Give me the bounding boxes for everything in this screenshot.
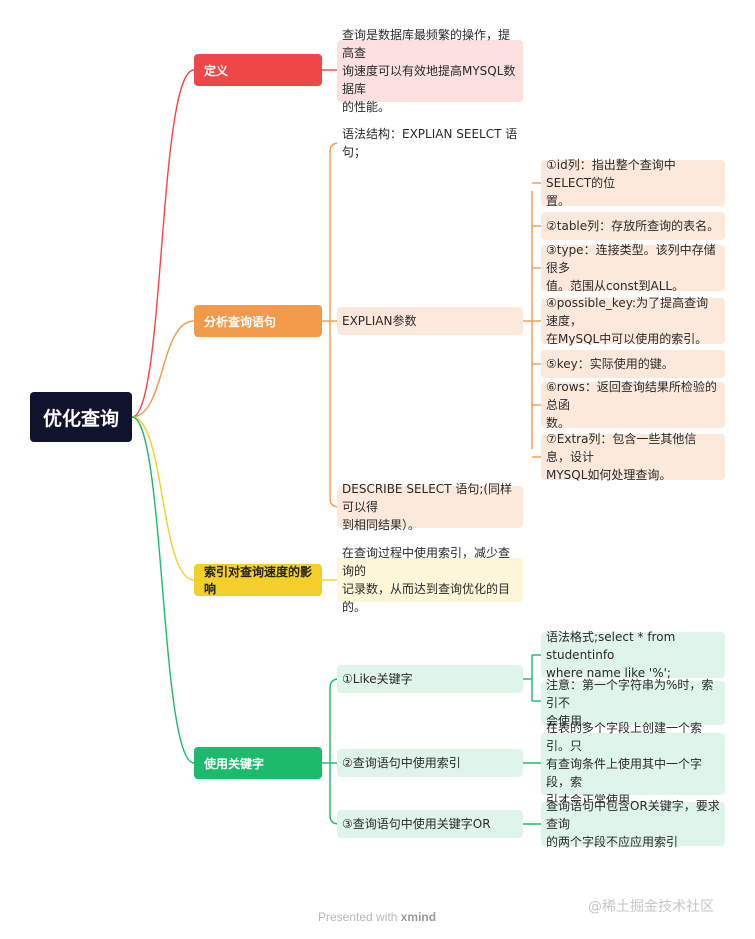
keyword-or[interactable]: ③查询语句中使用关键字OR [337, 810, 523, 838]
keyword-like-line: ①Like关键字 [342, 672, 413, 686]
topic-index-effect[interactable]: 索引对查询速度的影响 [194, 564, 322, 596]
analysis-explain-text: EXPLIAN参数 [342, 312, 416, 330]
topic-definition-label: 定义 [204, 63, 229, 78]
analysis-explain[interactable]: EXPLIAN参数 [337, 307, 523, 335]
root-topic-label: 优化查询 [42, 407, 119, 430]
keyword-multi-index[interactable]: ②查询语句中使用索引 [337, 749, 523, 777]
keyword-multi-index-text: ②查询语句中使用索引 [342, 754, 461, 772]
link-root-analysis [131, 320, 195, 418]
explain-param-4[interactable]: ④possible_key:为了提高查询速度， 在MySQL中可以使用的索引。 [541, 296, 725, 346]
explain-param-4-text: ④possible_key:为了提高查询速度， 在MySQL中可以使用的索引。 [546, 294, 720, 348]
topic-analysis[interactable]: 分析查询语句 [194, 305, 322, 337]
or-desc-line: 查询语句中包含OR关键字，要求查询 [546, 799, 720, 831]
topic-keywords-label: 使用关键字 [204, 756, 265, 771]
explain-param-5[interactable]: ⑤key：实际使用的键。 [541, 350, 725, 378]
multi-index-desc-text: 在表的多个字段上创建一个索引。只有查询条件上使用其中一个字段，索引才会正常使用。 [546, 719, 720, 809]
link-analysis-syntax [329, 142, 340, 321]
explain-param-3-line: ③type：连接类型。该列中存储很多 [546, 243, 716, 275]
root-topic[interactable]: 优化查询 [30, 392, 132, 442]
like-syntax[interactable]: 语法格式;select * from studentinfo where name… [541, 630, 725, 680]
keyword-like-text: ①Like关键字 [342, 670, 413, 688]
explain-param-4-line: ④possible_key:为了提高查询速度， [546, 296, 709, 328]
analysis-explain-line: EXPLIAN参数 [342, 314, 417, 328]
watermark: @稀土掘金技术社区 [588, 899, 714, 915]
like-note-line: 会使用。 [546, 714, 595, 728]
explain-param-2-text: ②table列：存放所查询的表名。 [546, 217, 719, 235]
multi-index-desc-line: 有查询条件上使用其中一个字段，索 [546, 757, 703, 789]
link-root-keywords [131, 416, 195, 764]
index-effect-desc-text: 在查询过程中使用索引，减少查询的记录数，从而达到查询优化的目的。 [342, 544, 518, 616]
topic-keywords[interactable]: 使用关键字 [194, 747, 322, 779]
analysis-describe-line: DESCRIBE SELECT 语句;(同样可以得 [342, 482, 513, 514]
explain-param-7-line: MYSQL如何处理查询。 [546, 468, 672, 482]
link-analysis-describe [329, 321, 340, 508]
keyword-like[interactable]: ①Like关键字 [337, 665, 523, 693]
explain-param-6-text: ⑥rows：返回查询结果所检验的总函数。 [546, 378, 720, 432]
analysis-syntax[interactable]: 语法结构：EXPLIAN SEELCT 语句； [337, 127, 523, 159]
explain-param-1[interactable]: ①id列：指出整个查询中SELECT的位置。 [541, 158, 725, 208]
definition-desc-line: 的性能。 [342, 100, 391, 114]
multi-index-desc[interactable]: 在表的多个字段上创建一个索引。只有查询条件上使用其中一个字段，索引才会正常使用。 [541, 721, 725, 807]
like-note-line: 注意：第一个字符串为%时，索引不 [546, 678, 714, 710]
like-syntax-line: 语法格式;select * from studentinfo [546, 630, 676, 662]
explain-param-5-line: ⑤key：实际使用的键。 [546, 357, 674, 371]
definition-desc-line: 询速度可以有效地提高MYSQL数据库 [342, 64, 516, 96]
explain-param-2-line: ②table列：存放所查询的表名。 [546, 219, 720, 233]
analysis-describe-line: 到相同结果）。 [342, 518, 421, 532]
link-root-definition [131, 69, 195, 418]
explain-param-7[interactable]: ⑦Extra列：包含一些其他信息，设计 MYSQL如何处理查询。 [541, 432, 725, 482]
topic-index-effect-label: 索引对查询速度的影响 [204, 565, 313, 596]
explain-param-3[interactable]: ③type：连接类型。该列中存储很多值。范围从const到ALL。 [541, 243, 725, 293]
analysis-describe-text: DESCRIBE SELECT 语句;(同样可以得到相同结果）。 [342, 480, 518, 534]
xmind-logo: xmind [400, 910, 437, 924]
or-desc-text: 查询语句中包含OR关键字，要求查询的两个字段不应应用索引 [546, 797, 720, 851]
explain-param-3-line: 值。范围从const到ALL。 [546, 279, 685, 293]
analysis-describe[interactable]: DESCRIBE SELECT 语句;(同样可以得到相同结果）。 [337, 482, 523, 532]
like-note[interactable]: 注意：第一个字符串为%时，索引不会使用。 [541, 678, 725, 728]
definition-desc[interactable]: 查询是数据库最频繁的操作，提高查询速度可以有效地提高MYSQL数据库的性能。 [337, 28, 523, 114]
or-desc[interactable]: 查询语句中包含OR关键字，要求查询的两个字段不应应用索引 [541, 799, 725, 849]
explain-param-2[interactable]: ②table列：存放所查询的表名。 [541, 212, 725, 240]
presented-text: Presented with [318, 910, 401, 924]
analysis-syntax-text: 语法结构：EXPLIAN SEELCT 语句； [342, 125, 518, 161]
analysis-syntax-line: 语法结构：EXPLIAN SEELCT 语句； [342, 127, 518, 159]
definition-desc-text: 查询是数据库最频繁的操作，提高查询速度可以有效地提高MYSQL数据库的性能。 [342, 26, 518, 116]
explain-param-1-line: 置。 [546, 194, 571, 208]
definition-desc-line: 查询是数据库最频繁的操作，提高查 [342, 28, 511, 60]
keyword-or-text: ③查询语句中使用关键字OR [342, 815, 491, 833]
link-root-index [131, 416, 195, 581]
explain-param-4-line: 在MySQL中可以使用的索引。 [546, 332, 708, 346]
like-syntax-line: where name like '%'; [546, 666, 671, 680]
explain-param-6[interactable]: ⑥rows：返回查询结果所检验的总函数。 [541, 380, 725, 430]
explain-param-7-line: ⑦Extra列：包含一些其他信息，设计 [546, 432, 697, 464]
topic-definition[interactable]: 定义 [194, 54, 322, 86]
explain-param-6-line: ⑥rows：返回查询结果所检验的总函 [546, 380, 717, 412]
like-note-text: 注意：第一个字符串为%时，索引不会使用。 [546, 676, 720, 730]
explain-param-6-line: 数。 [546, 416, 571, 430]
explain-param-1-text: ①id列：指出整个查询中SELECT的位置。 [546, 156, 720, 210]
presented-with-xmind: Presented with xmind [318, 910, 436, 924]
explain-param-7-text: ⑦Extra列：包含一些其他信息，设计 MYSQL如何处理查询。 [546, 430, 720, 484]
or-desc-line: 的两个字段不应应用索引 [546, 835, 679, 849]
index-effect-desc-line: 在查询过程中使用索引，减少查询的 [342, 546, 511, 578]
keyword-multi-index-line: ②查询语句中使用索引 [342, 756, 461, 770]
explain-param-1-line: ①id列：指出整个查询中SELECT的位 [546, 158, 676, 190]
multi-index-desc-line: 在表的多个字段上创建一个索引。只 [546, 721, 703, 753]
index-effect-desc-line: 记录数，从而达到查询优化的目的。 [342, 582, 511, 614]
explain-param-5-text: ⑤key：实际使用的键。 [546, 355, 674, 373]
keyword-or-line: ③查询语句中使用关键字OR [342, 817, 491, 831]
like-syntax-text: 语法格式;select * from studentinfo where name… [546, 628, 720, 682]
explain-param-3-text: ③type：连接类型。该列中存储很多值。范围从const到ALL。 [546, 241, 720, 295]
index-effect-desc[interactable]: 在查询过程中使用索引，减少查询的记录数，从而达到查询优化的目的。 [337, 546, 523, 614]
topic-analysis-label: 分析查询语句 [204, 314, 277, 329]
